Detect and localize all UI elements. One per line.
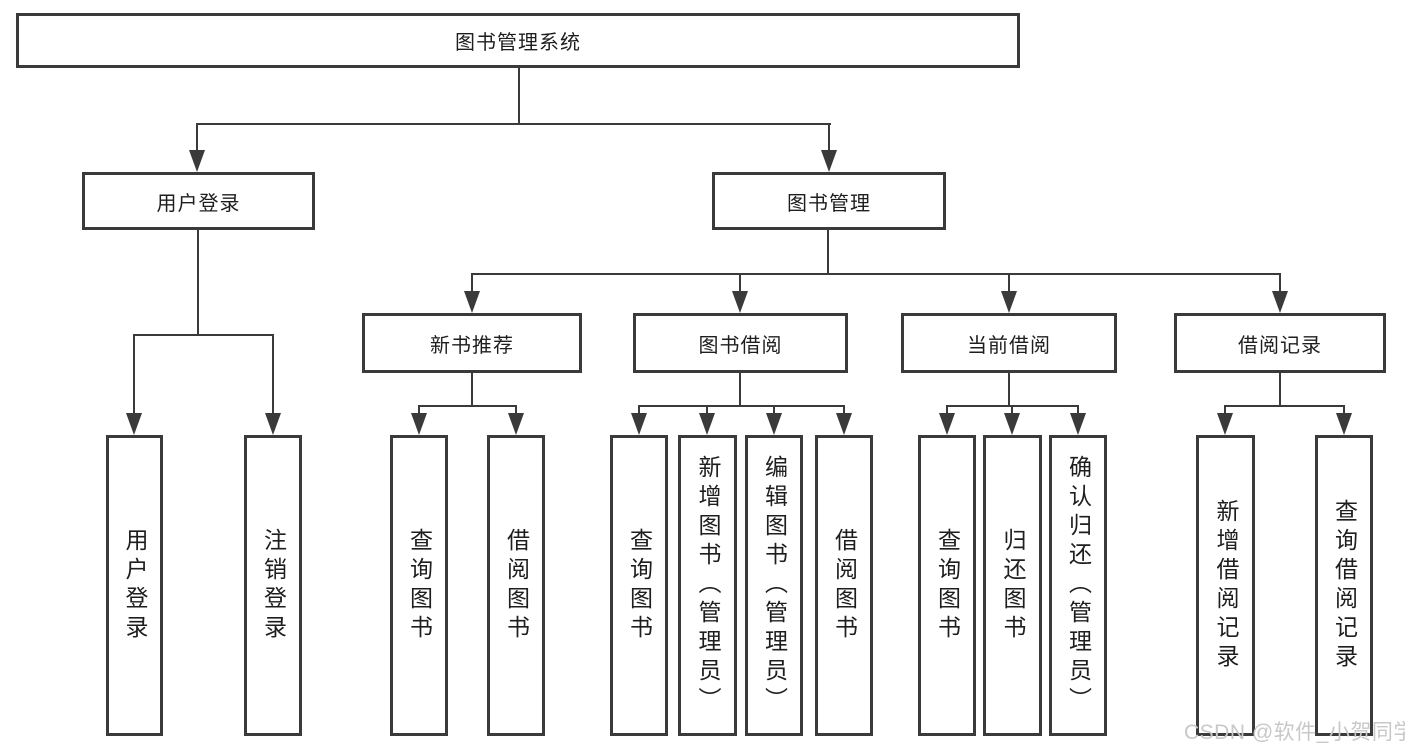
connector-stub: [1343, 405, 1345, 417]
leaf-borrow-books-recommend: 借阅图书: [487, 435, 545, 736]
arrow-down-icon: [1272, 291, 1288, 313]
connector-root-rail: [197, 123, 831, 125]
arrow-down-icon: [732, 291, 748, 313]
connector-stub: [196, 123, 198, 153]
connector-stub: [739, 273, 741, 295]
connector-drop: [1279, 372, 1281, 407]
connector-rail: [471, 273, 1281, 275]
node-new-book-recommend: 新书推荐: [362, 313, 582, 373]
connector-stub: [418, 405, 420, 417]
leaf-logout: 注销登录: [244, 435, 302, 736]
connector-stub: [1279, 273, 1281, 295]
connector-stub: [1008, 273, 1010, 295]
leaf-query-books-borrowing: 查询图书: [610, 435, 668, 736]
arrow-down-icon: [464, 291, 480, 313]
arrow-down-icon: [1336, 413, 1352, 435]
arrow-down-icon: [699, 413, 715, 435]
connector-stub: [1224, 405, 1226, 417]
arrow-down-icon: [1070, 413, 1086, 435]
leaf-label: 注销登录: [260, 527, 287, 644]
leaf-query-books-recommend: 查询图书: [390, 435, 448, 736]
node-label: 图书管理: [787, 192, 871, 215]
connector-drop: [197, 229, 199, 336]
connector-rail: [638, 405, 845, 407]
connector-stub: [272, 334, 274, 415]
csdn-watermark: CSDN @软件_小贺同学: [1184, 721, 1405, 744]
node-user-login: 用户登录: [82, 172, 315, 230]
leaf-label: 查询图书: [934, 527, 961, 644]
leaf-label: 借阅图书: [503, 527, 530, 644]
leaf-label: 借阅图书: [831, 527, 858, 644]
connector-stub: [773, 405, 775, 417]
leaf-confirm-return-admin: 确认归还（管理员）: [1049, 435, 1107, 736]
connector-drop: [827, 229, 829, 275]
leaf-label: 确认归还（管理员）: [1065, 455, 1092, 716]
node-label: 新书推荐: [430, 334, 514, 357]
arrow-down-icon: [836, 413, 852, 435]
connector-drop: [1008, 372, 1010, 407]
arrow-down-icon: [939, 413, 955, 435]
connector-drop: [739, 372, 741, 407]
connector-root-drop: [518, 67, 520, 125]
node-label: 用户登录: [156, 192, 241, 215]
connector-stub: [1011, 405, 1013, 417]
arrow-down-icon: [1217, 413, 1233, 435]
connector-stub: [515, 405, 517, 417]
arrow-down-icon: [821, 150, 837, 172]
arrow-down-icon: [766, 413, 782, 435]
leaf-label: 用户登录: [122, 527, 148, 644]
leaf-user-login: 用户登录: [106, 435, 163, 736]
arrow-down-icon: [1004, 413, 1020, 435]
node-label: 借阅记录: [1238, 334, 1322, 357]
arrow-down-icon: [1001, 291, 1017, 313]
connector-stub: [1077, 405, 1079, 417]
node-label: 图书借阅: [698, 334, 783, 357]
node-root-label: 图书管理系统: [455, 32, 581, 54]
node-root: 图书管理系统: [16, 13, 1020, 68]
leaf-label: 归还图书: [1000, 527, 1026, 644]
leaf-query-borrow-record: 查询借阅记录: [1315, 435, 1373, 736]
leaf-edit-books-admin: 编辑图书（管理员）: [745, 435, 803, 736]
leaf-label: 查询借阅记录: [1331, 498, 1358, 673]
node-book-management: 图书管理: [712, 172, 946, 230]
leaf-add-books-admin: 新增图书（管理员）: [678, 435, 737, 736]
node-book-borrowing: 图书借阅: [633, 313, 848, 373]
arrow-down-icon: [265, 413, 281, 435]
connector-stub: [946, 405, 948, 417]
arrow-down-icon: [411, 413, 427, 435]
connector-rail: [133, 334, 274, 336]
node-borrowing-records: 借阅记录: [1174, 313, 1386, 373]
connector-rail: [418, 405, 517, 407]
leaf-add-borrow-record: 新增借阅记录: [1196, 435, 1255, 736]
leaf-label: 新增借阅记录: [1213, 498, 1239, 673]
leaf-label: 查询图书: [626, 527, 653, 644]
node-current-borrowing: 当前借阅: [901, 313, 1117, 373]
arrow-down-icon: [189, 150, 205, 172]
connector-stub: [706, 405, 708, 417]
leaf-label: 查询图书: [406, 527, 433, 644]
leaf-return-books: 归还图书: [983, 435, 1042, 736]
connector-drop: [471, 372, 473, 407]
connector-stub: [133, 334, 135, 415]
connector-stub: [638, 405, 640, 417]
arrow-down-icon: [508, 413, 524, 435]
connector-stub: [471, 273, 473, 295]
leaf-borrow-books: 借阅图书: [815, 435, 873, 736]
node-label: 当前借阅: [967, 334, 1051, 357]
connector-rail: [1224, 405, 1345, 407]
leaf-label: 编辑图书（管理员）: [761, 455, 788, 716]
arrow-down-icon: [126, 413, 142, 435]
leaf-label: 新增图书（管理员）: [695, 455, 721, 716]
connector-stub: [828, 123, 830, 153]
connector-stub: [843, 405, 845, 417]
leaf-query-books-current: 查询图书: [918, 435, 976, 736]
arrow-down-icon: [631, 413, 647, 435]
